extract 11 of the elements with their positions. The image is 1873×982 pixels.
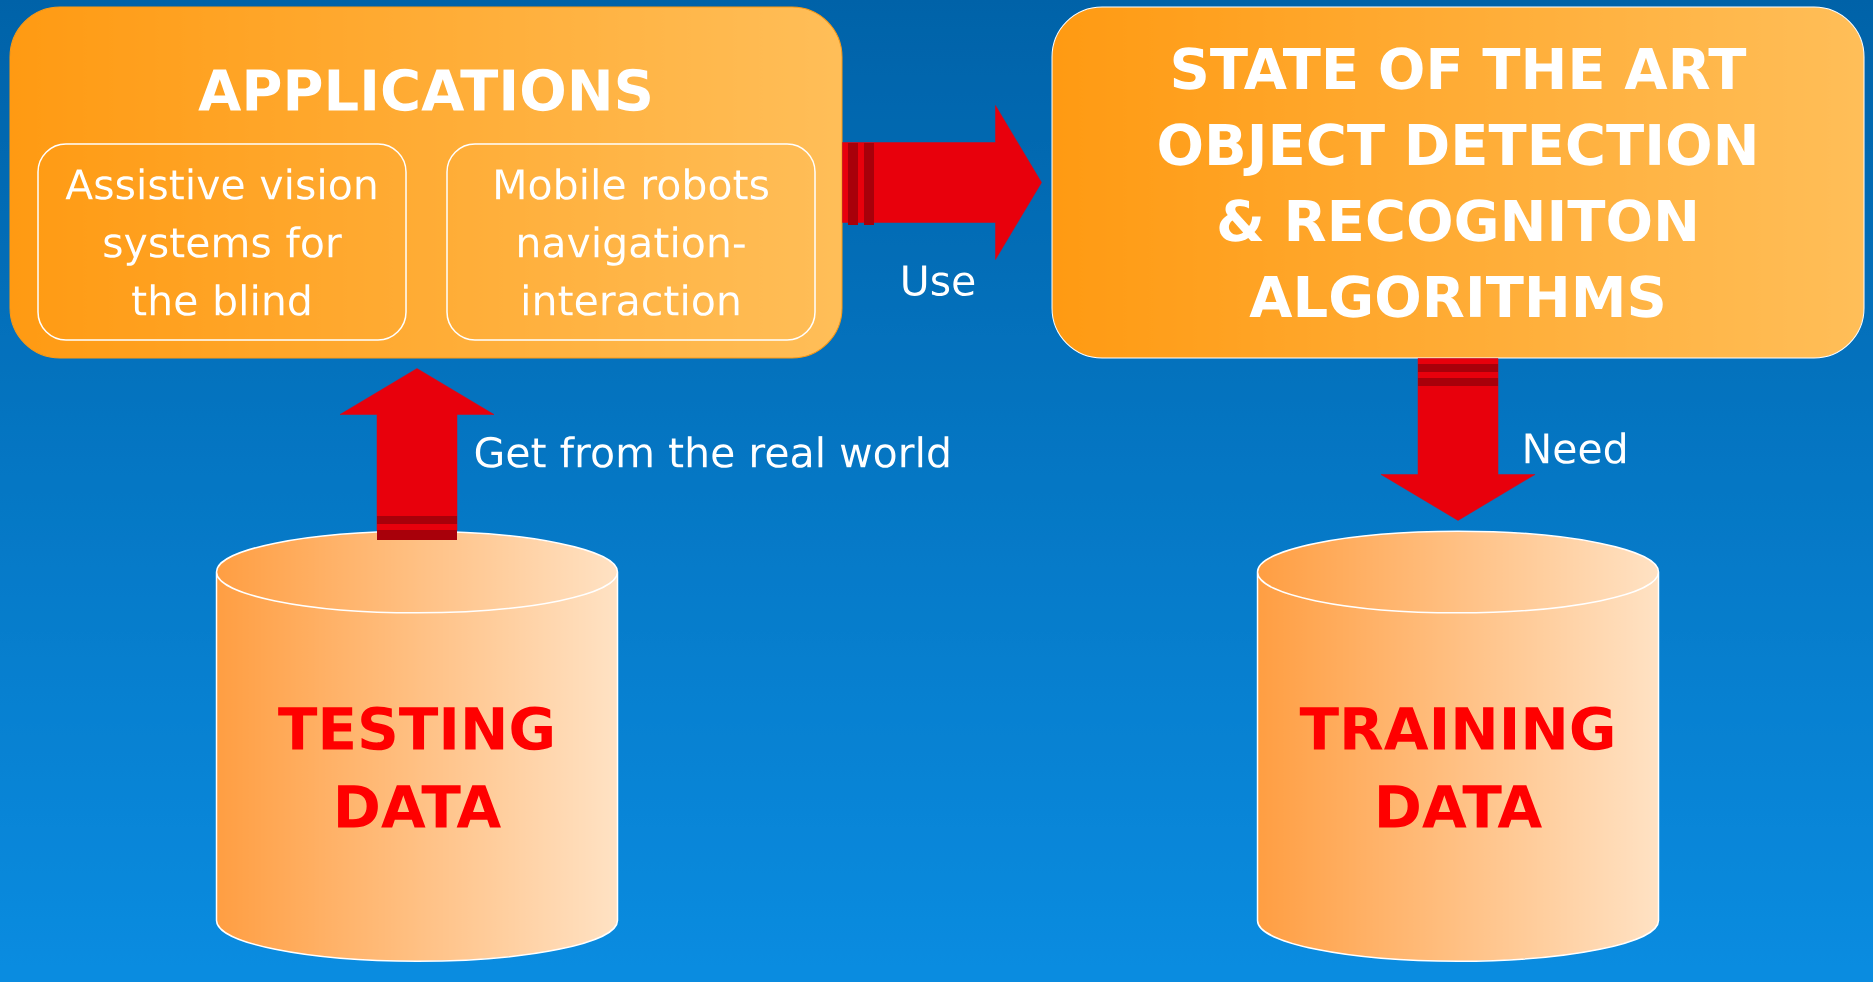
database-cylinder: TESTING DATA <box>215 530 619 962</box>
heading-box: STATE OF THE ART OBJECT DETECTION & RECOGNITON ALGORITHMS <box>1051 6 1865 359</box>
block-arrow <box>1380 358 1536 521</box>
block-arrow <box>842 105 1042 260</box>
rounded-box: Mobile robots navigation-interaction <box>446 143 816 341</box>
edge-label: Get from the real world <box>475 436 949 468</box>
block-arrow <box>339 368 495 540</box>
database-cylinder: TRAINING DATA <box>1256 530 1660 962</box>
edge-label: Use <box>903 265 975 296</box>
rounded-box: Assistive vision systems for the blind <box>37 143 407 341</box>
edge-label: Need <box>1525 432 1625 464</box>
